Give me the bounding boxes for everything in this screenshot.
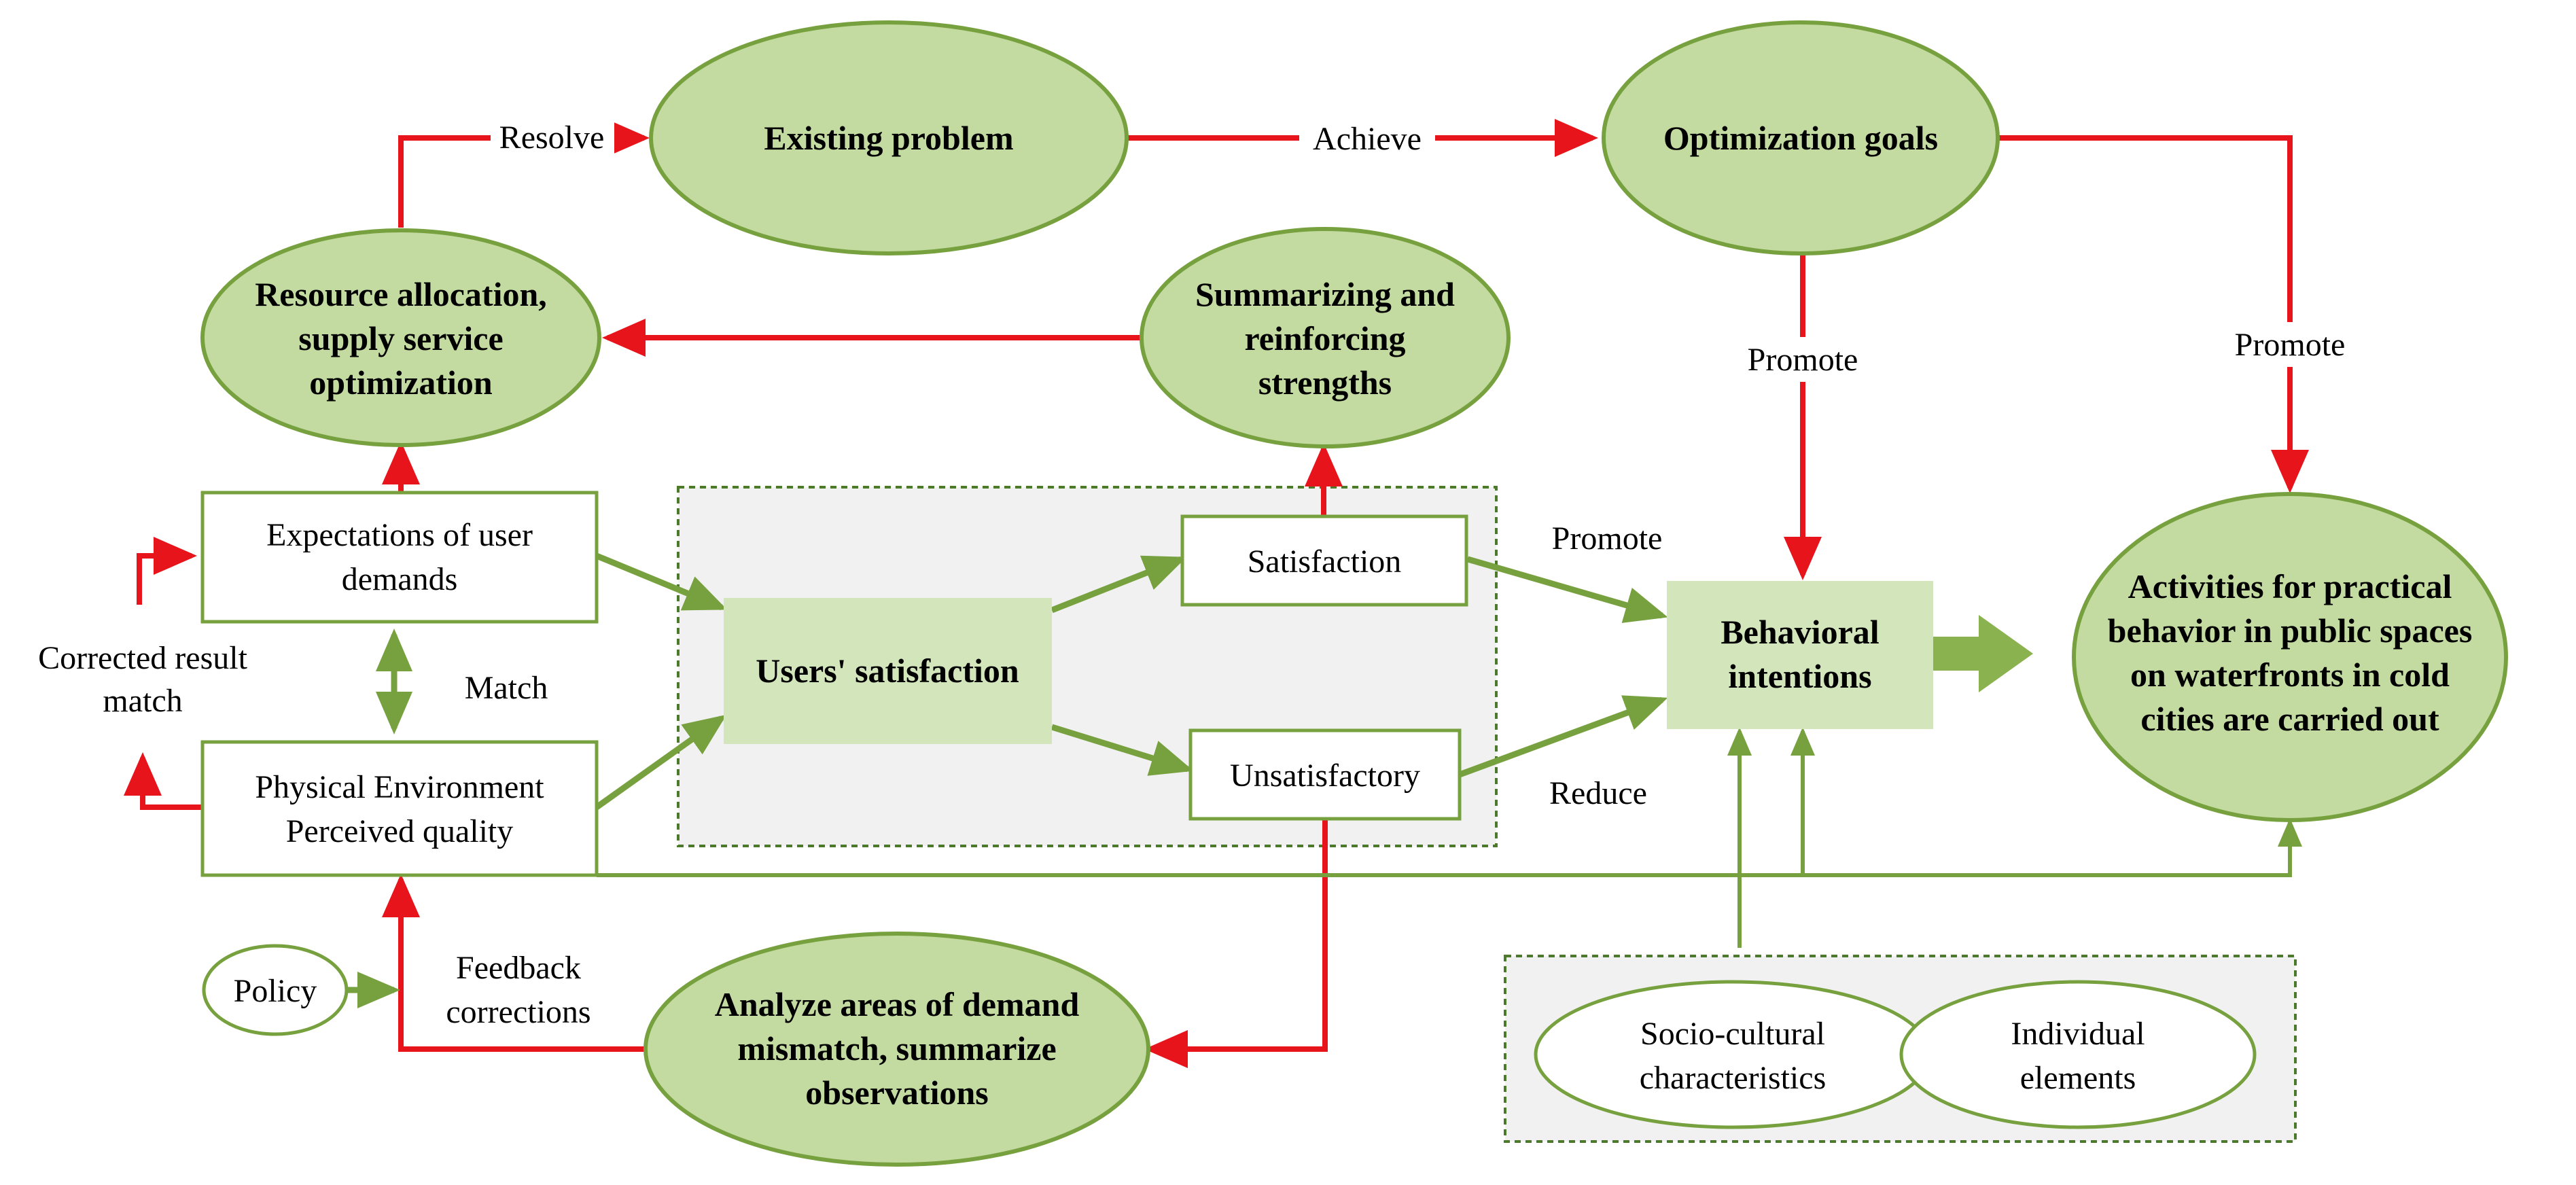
unsatisfactory-to-intentions-arrow [1458, 695, 1668, 778]
goals-to-activities-arrow [1998, 135, 2309, 493]
feedback-line2: corrections [446, 994, 590, 1030]
summarizing-line3: strengths [1258, 364, 1392, 402]
feedback-line1: Feedback [456, 950, 581, 986]
physical-env-line2: Perceived quality [286, 813, 514, 849]
red-connectors [124, 119, 2309, 1068]
big-block-arrow [1933, 615, 2033, 692]
analyze-line2: mismatch, summarize [737, 1029, 1056, 1067]
feedback-arrow [382, 874, 649, 1052]
activities-line2: behavior in public spaces [2108, 612, 2473, 650]
node-physical-environment: Physical Environment Perceived quality [200, 740, 599, 877]
activities-line4: cities are carried out [2140, 700, 2439, 738]
behavioral-intentions-line2: intentions [1728, 657, 1871, 695]
node-unsatisfactory: Unsatisfactory [1188, 728, 1462, 821]
behavioral-intentions-line1: Behavioral [1721, 613, 1879, 651]
node-existing-problem: Existing problem [649, 20, 1129, 255]
users-to-unsatisfactory-arrow [1051, 724, 1194, 776]
bottom-line-to-activities [597, 818, 2302, 877]
users-to-satisfaction-arrow [1051, 555, 1187, 614]
node-socio-cultural: Socio-cultural characteristics [1534, 980, 1932, 1129]
corrected-top-arrow [137, 537, 197, 605]
socio-cultural-line1: Socio-cultural [1640, 1016, 1825, 1052]
satisfaction-to-intentions-arrow [1466, 556, 1668, 623]
match-label: Match [465, 670, 548, 706]
individual-line1: Individual [2011, 1016, 2145, 1052]
activities-line1: Activities for practical [2128, 567, 2452, 605]
policy-label: Policy [234, 973, 317, 1009]
optimization-goals-label: Optimization goals [1663, 119, 1938, 157]
satisfaction-label: Satisfaction [1248, 544, 1402, 580]
unsatisfactory-label: Unsatisfactory [1230, 758, 1420, 794]
resource-allocation-line2: supply service [298, 319, 503, 357]
node-summarizing: Summarizing and reinforcing strengths [1140, 227, 1511, 448]
resource-allocation-line1: Resource allocation, [255, 275, 547, 313]
green-thin-connectors [597, 727, 2302, 948]
users-satisfaction-label: Users' satisfaction [756, 652, 1019, 690]
achieve-label: Achieve [1313, 121, 1422, 157]
node-individual: Individual elements [1899, 980, 2257, 1129]
analyze-line3: observations [805, 1074, 988, 1112]
expectations-line2: demands [342, 561, 458, 597]
activities-line3: on waterfronts in cold [2130, 656, 2450, 694]
analyze-line1: Analyze areas of demand [715, 985, 1080, 1023]
individual-line2: elements [2020, 1060, 2136, 1096]
resource-allocation-line3: optimization [309, 364, 493, 402]
node-analyze: Analyze areas of demand mismatch, summar… [643, 932, 1150, 1167]
unsatisfactory-to-analyze-arrow [1144, 819, 1328, 1068]
node-behavioral-intentions: Behavioral intentions [1667, 581, 1933, 729]
green-connectors [347, 552, 1668, 1008]
reduce-label: Reduce [1549, 775, 1647, 811]
promote-satisfaction-label: Promote [1552, 520, 1663, 556]
promote-right-label: Promote [2235, 327, 2346, 363]
node-resource-allocation: Resource allocation, supply service opti… [200, 228, 601, 447]
node-activities: Activities for practical behavior in pub… [2072, 492, 2508, 822]
node-satisfaction: Satisfaction [1180, 514, 1468, 607]
promote-mid-label: Promote [1748, 342, 1858, 378]
summarizing-line2: reinforcing [1244, 319, 1405, 357]
node-expectations: Expectations of user demands [200, 491, 599, 624]
summarizing-line1: Summarizing and [1195, 275, 1455, 313]
expectations-line1: Expectations of user [266, 517, 533, 553]
node-users-satisfaction: Users' satisfaction [724, 598, 1052, 744]
physical-to-users-arrow [595, 714, 727, 810]
expectations-to-users-arrow [595, 552, 728, 611]
node-policy: Policy [202, 944, 349, 1036]
physical-env-line1: Physical Environment [255, 769, 544, 805]
corrected-bottom-arrow [124, 752, 201, 810]
node-optimization-goals: Optimization goals [1602, 20, 2000, 255]
corrected-line2: match [103, 683, 182, 719]
socio-cultural-line2: characteristics [1640, 1060, 1827, 1096]
existing-problem-label: Existing problem [764, 119, 1013, 157]
corrected-line1: Corrected result [38, 640, 248, 676]
resolve-label: Resolve [499, 120, 605, 156]
